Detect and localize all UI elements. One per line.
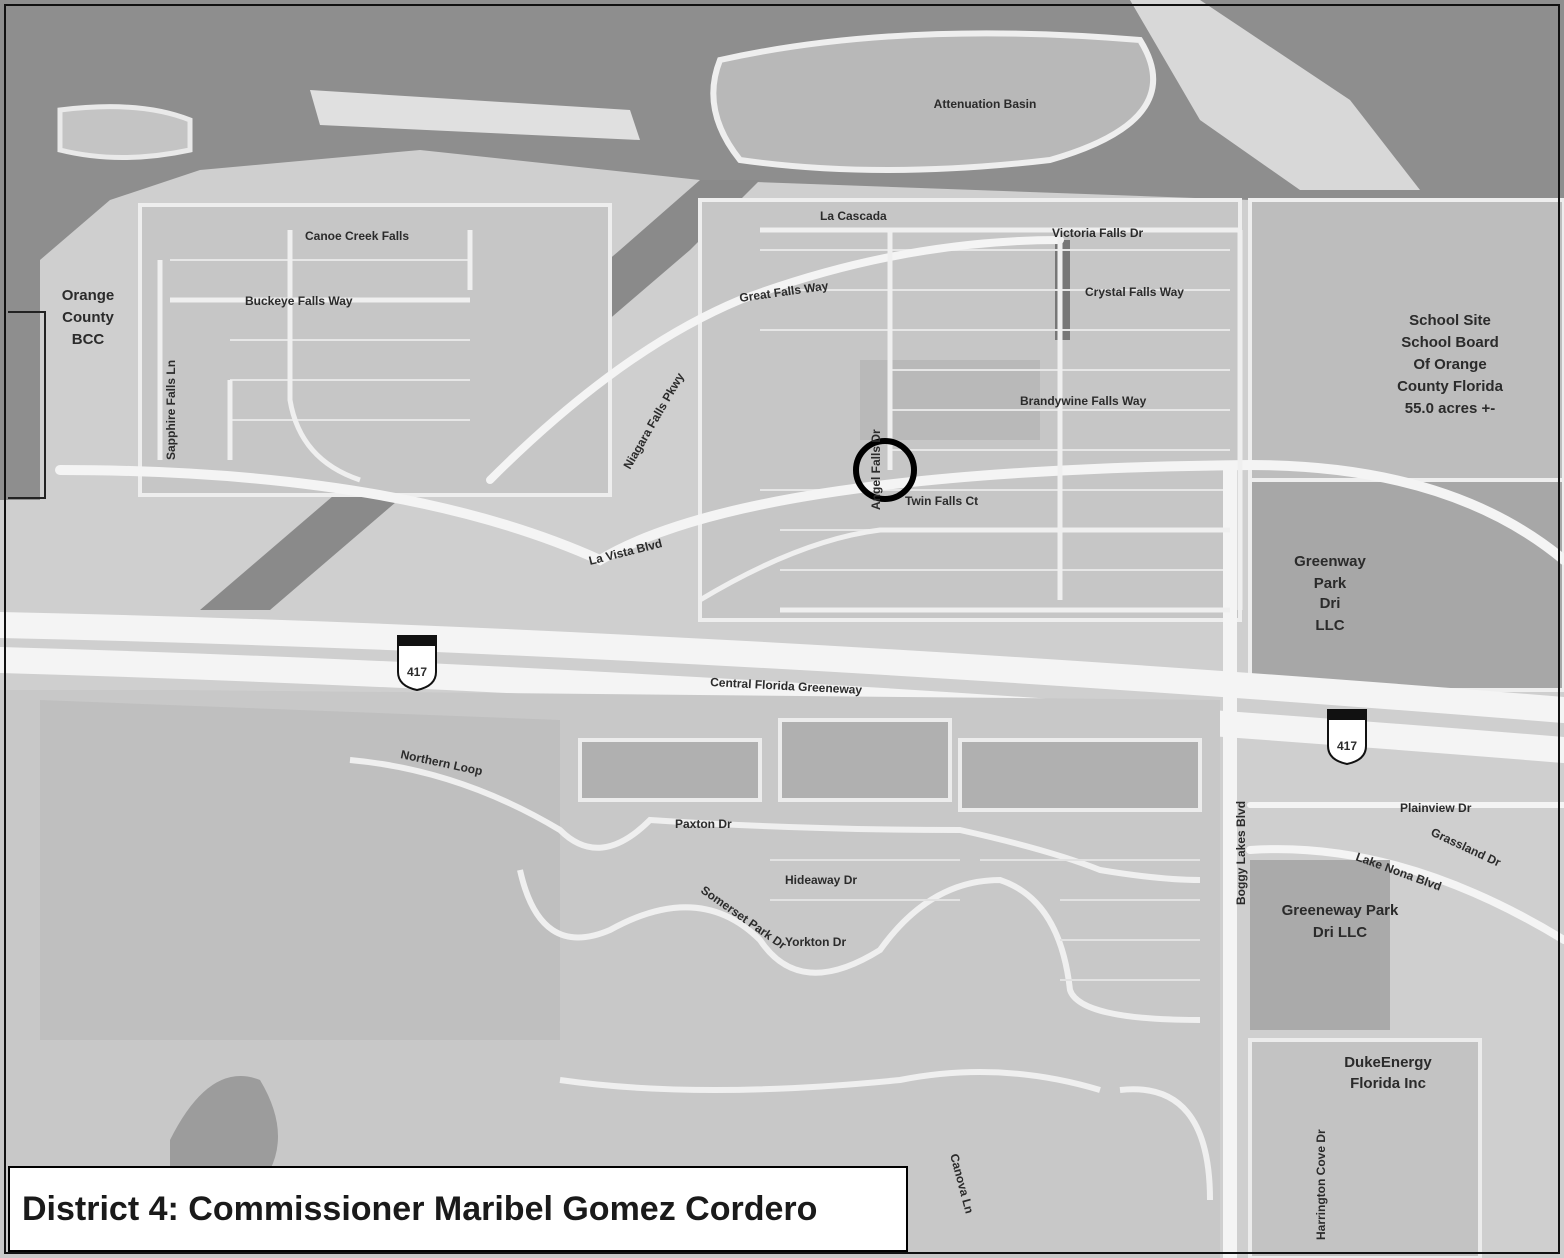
- street-paxton: Paxton Dr: [675, 817, 732, 831]
- street-canoe-creek: Canoe Creek Falls: [305, 229, 409, 243]
- label-orange-county-bcc: Orange County BCC: [62, 287, 115, 348]
- svg-text:Greeneway Park: Greeneway Park: [1282, 902, 1399, 919]
- shield-label: 417: [407, 665, 427, 679]
- street-harrington-cove: Harrington Cove Dr: [1314, 1129, 1328, 1240]
- street-victoria: Victoria Falls Dr: [1052, 226, 1143, 240]
- svg-text:55.0 acres +-: 55.0 acres +-: [1405, 400, 1496, 417]
- location-marker-circle[interactable]: [853, 438, 917, 502]
- pond-northwest: [57, 104, 193, 160]
- street-plainview: Plainview Dr: [1400, 801, 1472, 815]
- shield-label: 417: [1337, 739, 1357, 753]
- street-hideaway: Hideaway Dr: [785, 873, 857, 887]
- sand-area: [1130, 0, 1420, 190]
- central-pond: [860, 360, 1040, 440]
- svg-text:LLC: LLC: [1315, 617, 1344, 634]
- street-yorkton: Yorkton Dr: [785, 935, 846, 949]
- greeneway-park-south: [1250, 860, 1390, 1030]
- pond-southwest: [170, 1076, 278, 1170]
- street-la-cascada: La Cascada: [820, 209, 887, 223]
- svg-text:School Site: School Site: [1409, 312, 1491, 329]
- label-attenuation-basin: Attenuation Basin: [934, 97, 1037, 111]
- label-greeneway-park-dri-llc-south: Greeneway Park Dri LLC: [1282, 902, 1399, 941]
- greenway-park-parcel: [1248, 478, 1564, 692]
- svg-text:Park: Park: [1314, 575, 1347, 592]
- pond-south-1: [778, 718, 952, 802]
- svg-text:School Board: School Board: [1401, 334, 1499, 351]
- svg-text:County: County: [62, 309, 114, 326]
- route-shield-417-east[interactable]: 417: [1327, 709, 1367, 766]
- svg-text:Orange: Orange: [62, 287, 115, 304]
- label-school-site: School Site School Board Of Orange Count…: [1397, 312, 1503, 417]
- svg-text:Greenway: Greenway: [1294, 553, 1366, 570]
- school-site-parcel: [1248, 198, 1564, 482]
- label-duke-energy: DukeEnergy Florida Inc: [1344, 1054, 1432, 1092]
- roads-south: [349, 757, 1213, 1201]
- street-twin: Twin Falls Ct: [905, 494, 978, 508]
- street-boggy-lakes: Boggy Lakes Blvd: [1234, 801, 1248, 905]
- duke-energy-parcel: [1248, 1038, 1482, 1258]
- svg-text:BCC: BCC: [72, 331, 105, 348]
- route-shield-417-west[interactable]: 417: [397, 635, 437, 692]
- svg-text:Of Orange: Of Orange: [1413, 356, 1486, 373]
- attenuation-basin: [710, 30, 1157, 173]
- svg-text:Dri LLC: Dri LLC: [1313, 924, 1367, 941]
- svg-text:Florida Inc: Florida Inc: [1350, 1075, 1426, 1092]
- street-sapphire: Sapphire Falls Ln: [164, 360, 178, 460]
- neighborhood-nw: [138, 203, 612, 497]
- roads-minor: [157, 227, 1243, 613]
- svg-text:Dri: Dri: [1320, 595, 1341, 612]
- roads-major: [0, 236, 1564, 1258]
- street-buckeye: Buckeye Falls Way: [245, 294, 353, 308]
- svg-text:County Florida: County Florida: [1397, 378, 1503, 395]
- pond-south-2: [958, 738, 1202, 812]
- street-brandywine: Brandywine Falls Way: [1020, 394, 1147, 408]
- street-crystal: Crystal Falls Way: [1085, 285, 1184, 299]
- street-angel: Angel Falls Dr: [869, 429, 883, 510]
- sand-strip: [310, 90, 640, 140]
- svg-text:DukeEnergy: DukeEnergy: [1344, 1054, 1432, 1071]
- lot-grid-south: [770, 859, 1200, 981]
- district-caption: District 4: Commissioner Maribel Gomez C…: [8, 1166, 908, 1252]
- label-greenway-park-dri-llc: Greenway Park Dri LLC: [1294, 553, 1366, 634]
- undeveloped-south-west: [40, 700, 560, 1040]
- pond-south-3: [578, 738, 762, 802]
- edge-marker: [8, 311, 46, 499]
